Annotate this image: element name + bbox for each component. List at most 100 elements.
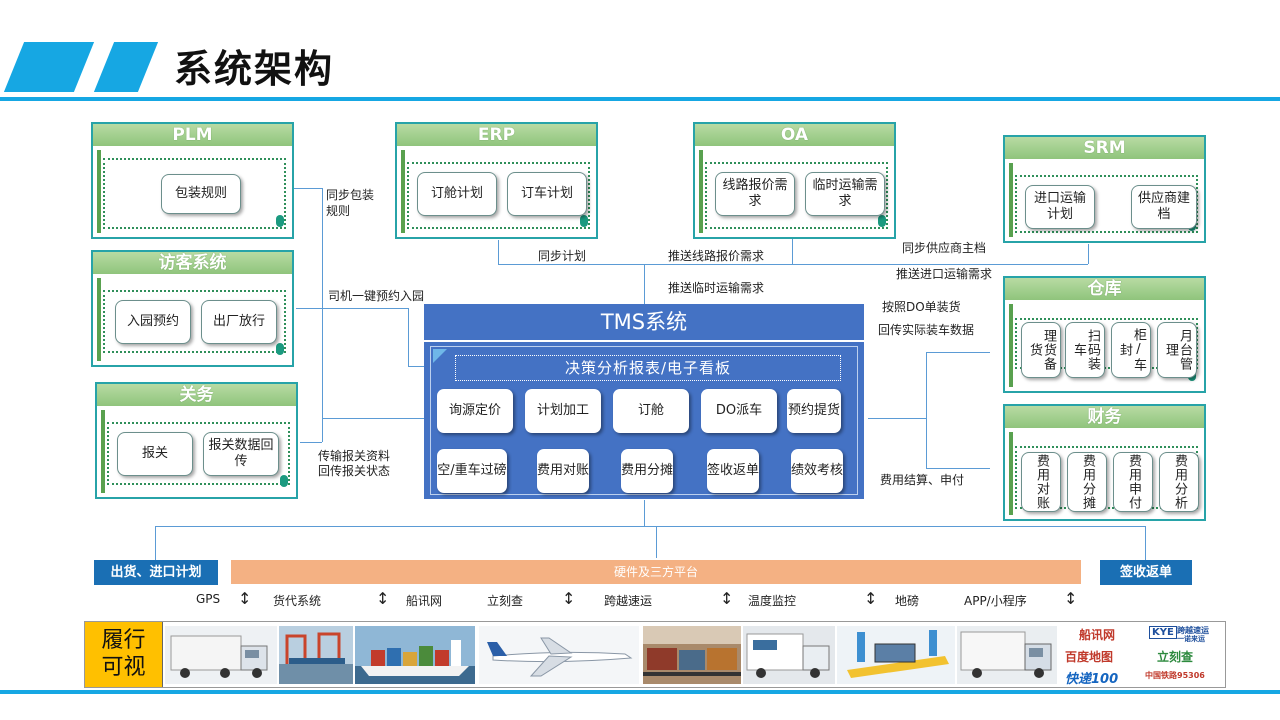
platform-weighbridge: 地磅	[895, 594, 920, 608]
tms-node-fee-allocate[interactable]: 费用分摊	[621, 449, 673, 493]
node-dock-manage[interactable]: 月台管理	[1157, 322, 1197, 378]
tms-dashboard-banner[interactable]: 决策分析报表/电子看板	[455, 355, 841, 381]
node-fee-allocate[interactable]: 费用分摊	[1067, 452, 1107, 512]
node-tally-prep[interactable]: 理货备货	[1021, 322, 1061, 378]
node-booking-plan[interactable]: 订舱计划	[417, 172, 497, 216]
likecha-logo: 立刻查	[1157, 650, 1194, 664]
tms-corner-mark	[433, 349, 447, 363]
partner-logos: 船讯网 KYE 跨越速运 一诺来运 百度地图 立刻查 快递100 中国铁路953…	[1061, 624, 1225, 687]
flow-do-loading: 按照DO单装货	[882, 300, 961, 314]
header-stripe-1	[3, 42, 95, 92]
kuaidi100-logo: 快递100	[1065, 672, 1119, 687]
system-title: OA	[695, 124, 894, 146]
platform-shipxy: 船讯网	[406, 594, 443, 608]
flow-sync-packaging: 同步包装规则	[326, 188, 375, 218]
flow-sync-supplier: 同步供应商主档	[902, 241, 987, 255]
platform-bar: 硬件及三方平台	[231, 560, 1081, 584]
system-oa: OA 线路报价需求 临时运输需求	[693, 122, 896, 239]
node-fee-payment[interactable]: 费用申付	[1113, 452, 1153, 512]
system-warehouse: 仓库 理货备货 扫码装车 柜/车封 月台管理	[1003, 276, 1206, 393]
platform-app: APP/小程序	[964, 594, 1027, 608]
tms-node-pricing[interactable]: 询源定价	[437, 389, 513, 433]
node-fee-reconcile[interactable]: 费用对账	[1021, 452, 1061, 512]
flow-settle: 费用结算、申付	[880, 473, 965, 487]
tms-node-fee-reconcile[interactable]: 费用对账	[537, 449, 589, 493]
sign-return-button[interactable]: 签收返单	[1100, 560, 1192, 585]
flow-push-temp: 推送临时运输需求	[668, 281, 765, 295]
shipment-plan-button[interactable]: 出货、进口计划	[94, 560, 218, 585]
shipxy-logo: 船讯网	[1079, 628, 1116, 642]
double-arrow-icon: ↕	[1064, 589, 1078, 608]
kye-slogan: 一诺来运	[1177, 635, 1205, 643]
railway-95306-logo: 中国铁路95306	[1145, 671, 1205, 680]
flow-push-quote: 推送线路报价需求	[668, 249, 765, 263]
container-ship-image	[355, 626, 475, 684]
platform-gps: GPS	[196, 592, 221, 606]
kye-logo: KYE	[1149, 626, 1177, 639]
node-import-plan[interactable]: 进口运输计划	[1025, 185, 1095, 229]
tms-system: 决策分析报表/电子看板 询源定价 计划加工 订舱 DO派车 预约提货 空/重车过…	[424, 342, 864, 499]
header-stripe-2	[93, 42, 159, 92]
system-title: SRM	[1005, 137, 1204, 159]
box-truck-image	[957, 626, 1057, 684]
baidu-map-logo: 百度地图	[1065, 650, 1114, 664]
node-temp-transport[interactable]: 临时运输需求	[805, 172, 885, 216]
node-packaging-rules[interactable]: 包装规则	[161, 174, 241, 214]
page-title: 系统架构	[174, 47, 335, 91]
platform-temp-monitor: 温度监控	[748, 594, 797, 608]
tms-node-do-dispatch[interactable]: DO派车	[701, 389, 777, 433]
tms-node-plan-process[interactable]: 计划加工	[525, 389, 601, 433]
port-cranes-image	[279, 626, 353, 684]
system-title: 关务	[97, 384, 296, 406]
flow-sync-plan: 同步计划	[538, 249, 587, 263]
tms-node-booking[interactable]: 订舱	[613, 389, 689, 433]
tms-node-kpi[interactable]: 绩效考核	[791, 449, 843, 493]
node-route-quote[interactable]: 线路报价需求	[715, 172, 795, 216]
truck-image	[165, 626, 277, 684]
tms-node-pickup-booking[interactable]: 预约提货	[787, 389, 841, 433]
cold-chain-truck-image	[743, 626, 835, 684]
system-title: 财务	[1005, 406, 1204, 428]
system-finance: 财务 费用对账 费用分摊 费用申付 费用分析	[1003, 404, 1206, 521]
system-visitor: 访客系统 入园预约 出厂放行	[91, 250, 294, 367]
system-title: ERP	[397, 124, 596, 146]
flow-driver-booking: 司机一键预约入园	[328, 289, 425, 303]
platform-forwarder: 货代系统	[273, 594, 322, 608]
flow-customs-status: 回传报关状态	[318, 464, 391, 478]
platform-kye: 跨越速运	[604, 594, 653, 608]
visibility-strip: 履行可视	[84, 621, 1226, 688]
double-arrow-icon: ↕	[720, 589, 734, 608]
double-arrow-icon: ↕	[238, 589, 252, 608]
node-container-seal[interactable]: 柜/车封	[1111, 322, 1151, 378]
weighbridge-image	[837, 626, 955, 684]
system-plm: PLM 包装规则	[91, 122, 294, 239]
node-supplier-record[interactable]: 供应商建档	[1131, 185, 1197, 229]
system-customs: 关务 报关 报关数据回传	[95, 382, 298, 499]
kye-name: 跨越速运	[1177, 626, 1209, 635]
system-erp: ERP 订舱计划 订车计划	[395, 122, 598, 239]
system-srm: SRM 进口运输计划 供应商建档	[1003, 135, 1206, 243]
tms-title: TMS系统	[424, 304, 864, 340]
flow-push-import: 推送进口运输需求	[896, 267, 993, 281]
node-vehicle-plan[interactable]: 订车计划	[507, 172, 587, 216]
header-rule	[0, 97, 1280, 101]
double-arrow-icon: ↕	[376, 589, 390, 608]
double-arrow-icon: ↕	[562, 589, 576, 608]
tms-node-sign-return[interactable]: 签收返单	[707, 449, 759, 493]
node-exit-release[interactable]: 出厂放行	[201, 300, 277, 344]
system-title: 仓库	[1005, 278, 1204, 300]
flow-loading-data: 回传实际装车数据	[878, 323, 975, 337]
system-title: PLM	[93, 124, 292, 146]
platform-likecha: 立刻查	[487, 594, 524, 608]
tms-node-weighing[interactable]: 空/重车过磅	[437, 449, 507, 493]
system-title: 访客系统	[93, 252, 292, 274]
node-scan-load[interactable]: 扫码装车	[1065, 322, 1105, 378]
node-customs[interactable]: 报关	[117, 432, 193, 476]
node-customs-data-return[interactable]: 报关数据回传	[203, 432, 279, 476]
airplane-image	[479, 626, 639, 684]
node-entry-booking[interactable]: 入园预约	[115, 300, 191, 344]
double-arrow-icon: ↕	[864, 589, 878, 608]
node-fee-analysis[interactable]: 费用分析	[1159, 452, 1199, 512]
freight-train-image	[643, 626, 741, 684]
visibility-label: 履行可视	[85, 622, 163, 687]
